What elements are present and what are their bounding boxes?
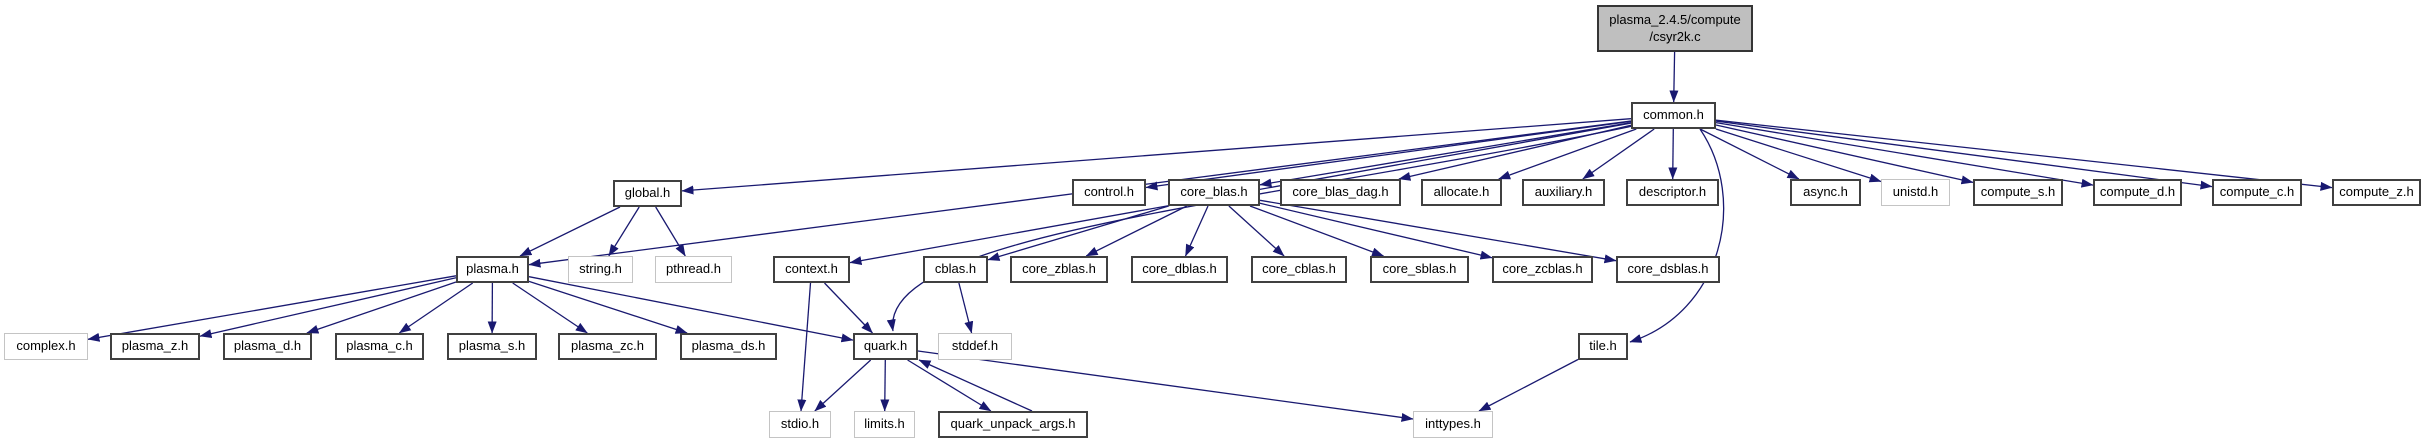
edge-quark-quark_unpack <box>907 359 992 412</box>
node-core_zblas[interactable]: core_zblas.h <box>1010 256 1108 283</box>
edge-common-compute_s <box>1715 124 1974 185</box>
edge-common-tile <box>1629 128 1725 343</box>
edge-plasma-quark <box>528 276 854 343</box>
node-auxiliary[interactable]: auxiliary.h <box>1522 179 1605 206</box>
node-stdio: stdio.h <box>769 411 831 438</box>
node-global[interactable]: global.h <box>613 180 682 207</box>
edge-common-async <box>1699 128 1800 180</box>
edge-quark-stdio <box>814 359 872 412</box>
node-limits: limits.h <box>854 411 915 438</box>
node-plasma_zc[interactable]: plasma_zc.h <box>558 333 657 360</box>
node-plasma_d[interactable]: plasma_d.h <box>223 333 312 360</box>
edge-plasma-plasma_c <box>398 282 474 334</box>
node-compute_c[interactable]: compute_c.h <box>2212 179 2302 206</box>
edge-core_blas-core_sblas <box>1249 205 1384 257</box>
edge-plasma-complex <box>87 275 457 342</box>
node-plasma_c[interactable]: plasma_c.h <box>335 333 424 360</box>
node-quark[interactable]: quark.h <box>853 333 918 360</box>
node-csyr2k[interactable]: plasma_2.4.5/compute /csyr2k.c <box>1597 5 1753 52</box>
edge-quark-inttypes <box>917 350 1414 422</box>
edge-plasma-plasma_ds <box>528 280 688 334</box>
edge-plasma-plasma_zc <box>512 282 588 334</box>
node-cblas[interactable]: cblas.h <box>923 256 988 283</box>
edge-cblas-stddef <box>958 282 974 334</box>
edge-common-auxiliary <box>1582 128 1655 180</box>
edge-common-descriptor <box>1668 128 1678 180</box>
edge-common-allocate <box>1498 128 1637 180</box>
node-allocate[interactable]: allocate.h <box>1421 179 1502 206</box>
node-plasma_ds[interactable]: plasma_ds.h <box>680 333 777 360</box>
node-core_cblas[interactable]: core_cblas.h <box>1251 256 1347 283</box>
node-unistd: unistd.h <box>1881 179 1950 206</box>
edge-context-quark <box>824 282 873 334</box>
edge-core_blas-core_dsblas <box>1259 199 1617 264</box>
node-core_zcblas[interactable]: core_zcblas.h <box>1492 256 1593 283</box>
node-common[interactable]: common.h <box>1631 102 1716 129</box>
node-string: string.h <box>568 256 633 283</box>
edge-common-control <box>1145 120 1632 191</box>
node-compute_z[interactable]: compute_z.h <box>2332 179 2421 206</box>
edge-quark-limits <box>880 359 890 412</box>
node-core_sblas[interactable]: core_sblas.h <box>1370 256 1469 283</box>
node-control[interactable]: control.h <box>1072 179 1146 206</box>
node-plasma[interactable]: plasma.h <box>456 256 529 283</box>
edge-quark_unpack-quark <box>918 359 1033 412</box>
edge-common-compute_c <box>1715 120 2213 190</box>
node-stddef: stddef.h <box>938 333 1012 360</box>
node-compute_s[interactable]: compute_s.h <box>1973 179 2063 206</box>
node-inttypes: inttypes.h <box>1413 411 1493 438</box>
edge-common-core_blas <box>1259 121 1632 188</box>
node-quark_unpack[interactable]: quark_unpack_args.h <box>938 411 1088 438</box>
node-complex: complex.h <box>4 333 88 360</box>
edge-core_blas-core_cblas <box>1228 205 1285 257</box>
edge-common-core_blas_dag <box>1398 124 1632 181</box>
node-core_blas[interactable]: core_blas.h <box>1168 179 1260 206</box>
edge-common-compute_d <box>1715 121 2094 188</box>
edge-core_blas-core_dblas <box>1184 205 1209 257</box>
edge-common-quark <box>886 125 1634 332</box>
node-core_blas_dag[interactable]: core_blas_dag.h <box>1280 179 1401 206</box>
node-plasma_s[interactable]: plasma_s.h <box>447 333 537 360</box>
edge-common-compute_z <box>1715 119 2333 191</box>
edge-tile-inttypes <box>1478 358 1579 412</box>
edge-csyr2k-common <box>1669 51 1679 103</box>
node-core_dblas[interactable]: core_dblas.h <box>1131 256 1228 283</box>
edge-common-unistd <box>1715 128 1882 183</box>
node-compute_d[interactable]: compute_d.h <box>2093 179 2182 206</box>
node-core_dsblas[interactable]: core_dsblas.h <box>1616 256 1720 283</box>
node-descriptor[interactable]: descriptor.h <box>1626 179 1719 206</box>
edge-context-stdio <box>797 282 812 412</box>
edge-core_blas-core_zcblas <box>1259 202 1493 260</box>
edge-global-plasma <box>519 206 621 257</box>
node-pthread: pthread.h <box>655 256 732 283</box>
edge-global-string <box>608 206 640 257</box>
edge-core_blas-core_zblas <box>1085 205 1188 257</box>
edge-core_blas-cblas <box>987 205 1169 261</box>
node-context[interactable]: context.h <box>773 256 850 283</box>
node-tile[interactable]: tile.h <box>1578 333 1628 360</box>
node-plasma_z[interactable]: plasma_z.h <box>110 333 200 360</box>
edge-plasma-plasma_d <box>306 281 457 334</box>
edge-plasma-plasma_z <box>199 277 457 339</box>
edge-global-pthread <box>655 206 686 257</box>
node-async[interactable]: async.h <box>1790 179 1861 206</box>
